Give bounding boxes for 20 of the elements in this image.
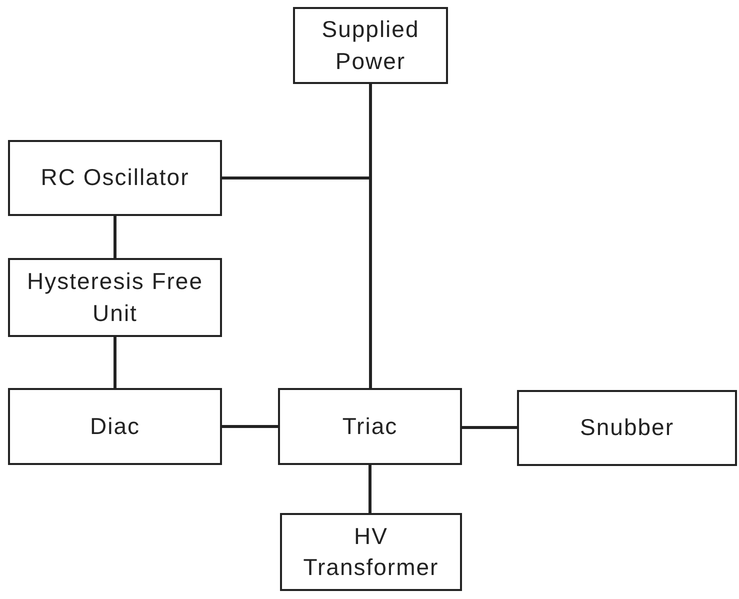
connector-line [462, 426, 517, 429]
connector-line [222, 425, 278, 428]
process-box [8, 140, 222, 216]
box-label: Supplied Power [320, 15, 420, 76]
connector-line [114, 216, 116, 258]
process-box [517, 390, 737, 466]
connector-line [114, 337, 116, 388]
process-box [280, 513, 462, 591]
connector-line [368, 465, 372, 513]
process-box [8, 388, 222, 465]
process-box [293, 7, 448, 84]
box-label: Triac [341, 412, 399, 441]
connector-line [222, 84, 372, 180]
box-label: RC Oscillator [40, 163, 190, 192]
process-box [8, 258, 222, 337]
box-label: Hysteresis Free Unit [26, 267, 204, 328]
process-box [278, 388, 462, 465]
box-label: Snubber [579, 413, 675, 442]
box-label: Diac [88, 412, 141, 441]
box-label: HV Transformer [302, 522, 440, 582]
